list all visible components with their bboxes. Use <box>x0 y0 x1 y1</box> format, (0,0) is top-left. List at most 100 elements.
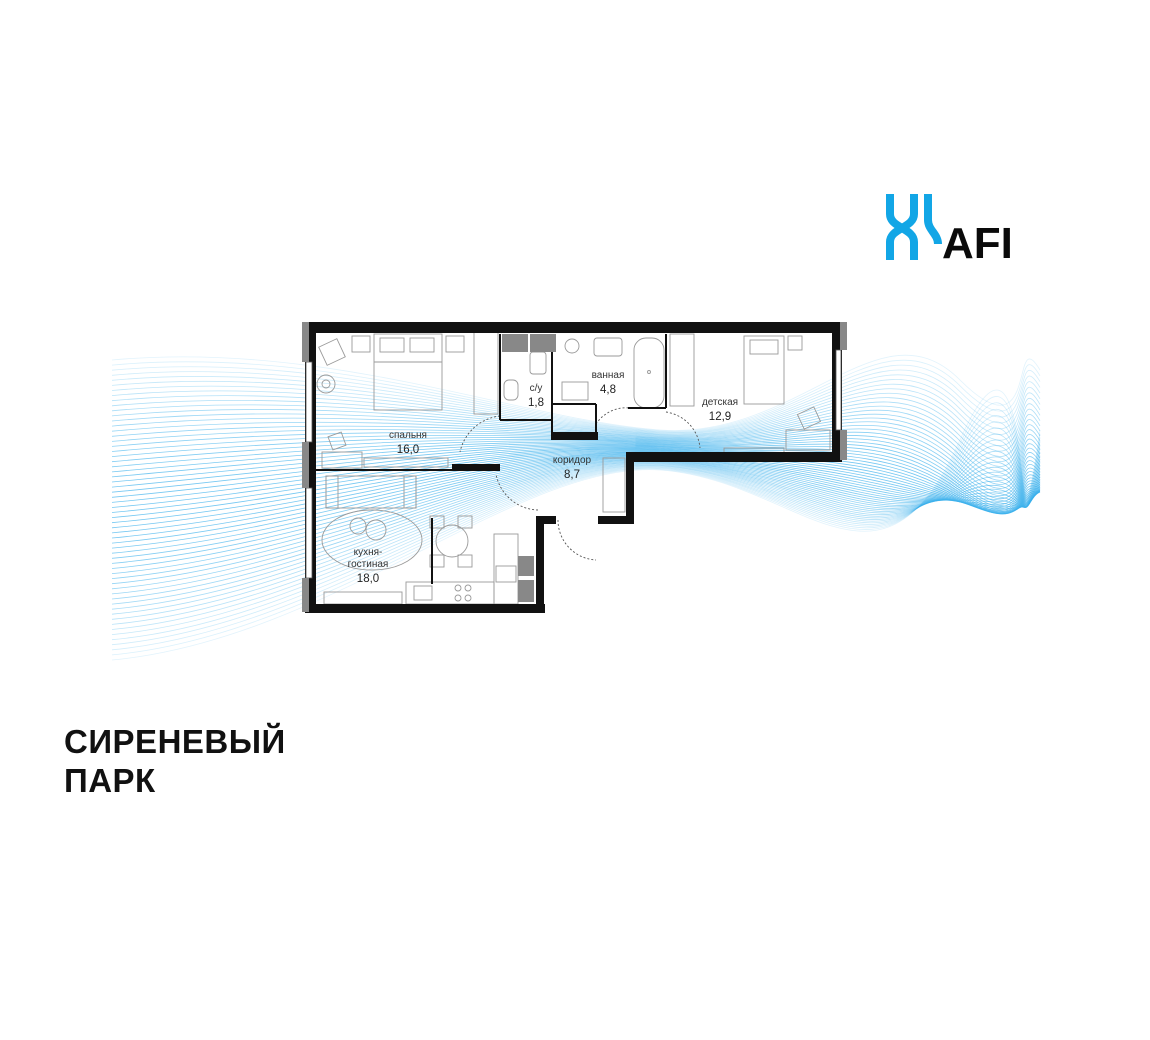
wave-line <box>111 441 1041 507</box>
wall-kitchen-step <box>536 516 556 524</box>
wave-line <box>111 455 1041 564</box>
wave-line <box>111 379 1041 435</box>
shaft <box>518 556 534 576</box>
wave-line <box>111 458 1041 579</box>
stove-burner-icon <box>464 584 472 592</box>
wall-bedroom-stub <box>452 464 500 471</box>
kitchen-side-cabinet <box>493 533 519 605</box>
sofa-armrest <box>403 475 417 509</box>
bathtub <box>633 337 665 409</box>
wave-line <box>111 453 1041 549</box>
afi-logo-mark-icon <box>886 194 942 260</box>
kitchen-sink <box>413 585 433 601</box>
wall-wc-stub <box>552 432 598 440</box>
wave-line <box>111 389 1041 661</box>
furniture-layer <box>316 331 831 605</box>
shaft <box>502 334 528 352</box>
window-frame <box>302 322 309 362</box>
fridge <box>495 565 517 583</box>
bedroom-pillow <box>409 337 435 353</box>
room-name-kitchen: кухня- <box>354 547 383 558</box>
room-name-corridor: коридор <box>553 455 592 466</box>
wave-line <box>111 415 1041 641</box>
dining-chair <box>429 554 445 568</box>
dining-chair <box>457 515 473 529</box>
kids-chair <box>796 406 822 430</box>
rug <box>321 509 423 571</box>
kids-wardrobe <box>669 333 695 407</box>
kids-pillow <box>749 339 779 355</box>
wave-line <box>111 409 1041 472</box>
wave-line <box>111 397 1041 457</box>
wave-line <box>111 459 1041 590</box>
wall-corridor-bottom <box>598 516 634 524</box>
window-frame <box>840 322 847 350</box>
coffee-table <box>365 519 387 541</box>
wave-line <box>111 402 1041 651</box>
wall-corridor-right <box>626 452 634 524</box>
bathtub-drain <box>647 370 651 374</box>
door-swing-kids <box>665 411 701 449</box>
wave-line <box>111 460 1041 600</box>
door-swing-kitchen <box>495 473 539 511</box>
bedside-table <box>445 335 465 353</box>
room-labels: спальня 16,0 с/у 1,8 ванная 4,8 детская … <box>348 370 738 585</box>
door-swing-corridor <box>557 519 597 561</box>
bedroom-bed <box>373 333 443 411</box>
wave-line <box>111 421 1041 635</box>
wave-line <box>111 421 1041 485</box>
window-kitchen <box>305 487 313 579</box>
wave-line <box>111 369 1041 433</box>
afi-logo-text: AFI <box>942 219 1013 262</box>
wave-line <box>111 425 1041 489</box>
window-frame <box>302 578 309 612</box>
room-name-wc: с/у <box>530 383 543 394</box>
room-area-kids: 12,9 <box>709 411 731 423</box>
bedroom-armchair <box>318 338 346 366</box>
interior-partitions <box>316 334 667 584</box>
wave-line <box>111 445 1041 514</box>
wave-line <box>111 442 1041 510</box>
wave-line <box>111 428 1041 493</box>
ventilation-shafts <box>502 334 556 602</box>
room-name-kitchen-line2: гостиная <box>348 559 389 570</box>
wave-line <box>111 396 1041 656</box>
afi-logo: AFI <box>884 192 1030 268</box>
bath-cabinet <box>561 381 589 401</box>
wave-line <box>111 409 1041 646</box>
kids-bed <box>743 335 785 405</box>
wave-line <box>111 444 1041 513</box>
room-area-bathroom: 4,8 <box>600 384 616 396</box>
wave-line <box>111 456 1041 605</box>
coffee-table <box>349 517 367 535</box>
room-name-bedroom: спальня <box>389 430 427 441</box>
room-name-kids: детская <box>702 397 738 408</box>
corridor-wardrobe <box>602 457 626 513</box>
window-kids <box>835 349 842 431</box>
door-swing-bedroom <box>459 415 501 453</box>
wave-line <box>111 364 1041 433</box>
bath-sink <box>593 337 623 357</box>
room-area-wc: 1,8 <box>528 397 544 409</box>
wave-line <box>111 427 1041 630</box>
washing-machine <box>564 338 580 354</box>
kids-desk <box>785 429 831 451</box>
wave-line <box>111 451 1041 610</box>
room-area-bedroom: 16,0 <box>397 444 419 456</box>
wall-kids-bottom <box>628 452 842 462</box>
wave-line <box>111 438 1041 503</box>
window-frame <box>302 442 309 488</box>
tv-console <box>323 591 403 605</box>
wave-line <box>111 431 1041 497</box>
windows <box>302 322 847 612</box>
window-bedroom <box>305 361 313 443</box>
door-swings <box>459 407 701 561</box>
stove-burner-icon <box>454 584 462 592</box>
stove-burner-icon <box>464 594 472 602</box>
wave-line <box>111 383 1041 441</box>
wave-line <box>111 439 1041 620</box>
door-swing-bath <box>595 407 631 425</box>
wave-line <box>111 405 1041 467</box>
wave-line <box>111 457 1041 574</box>
